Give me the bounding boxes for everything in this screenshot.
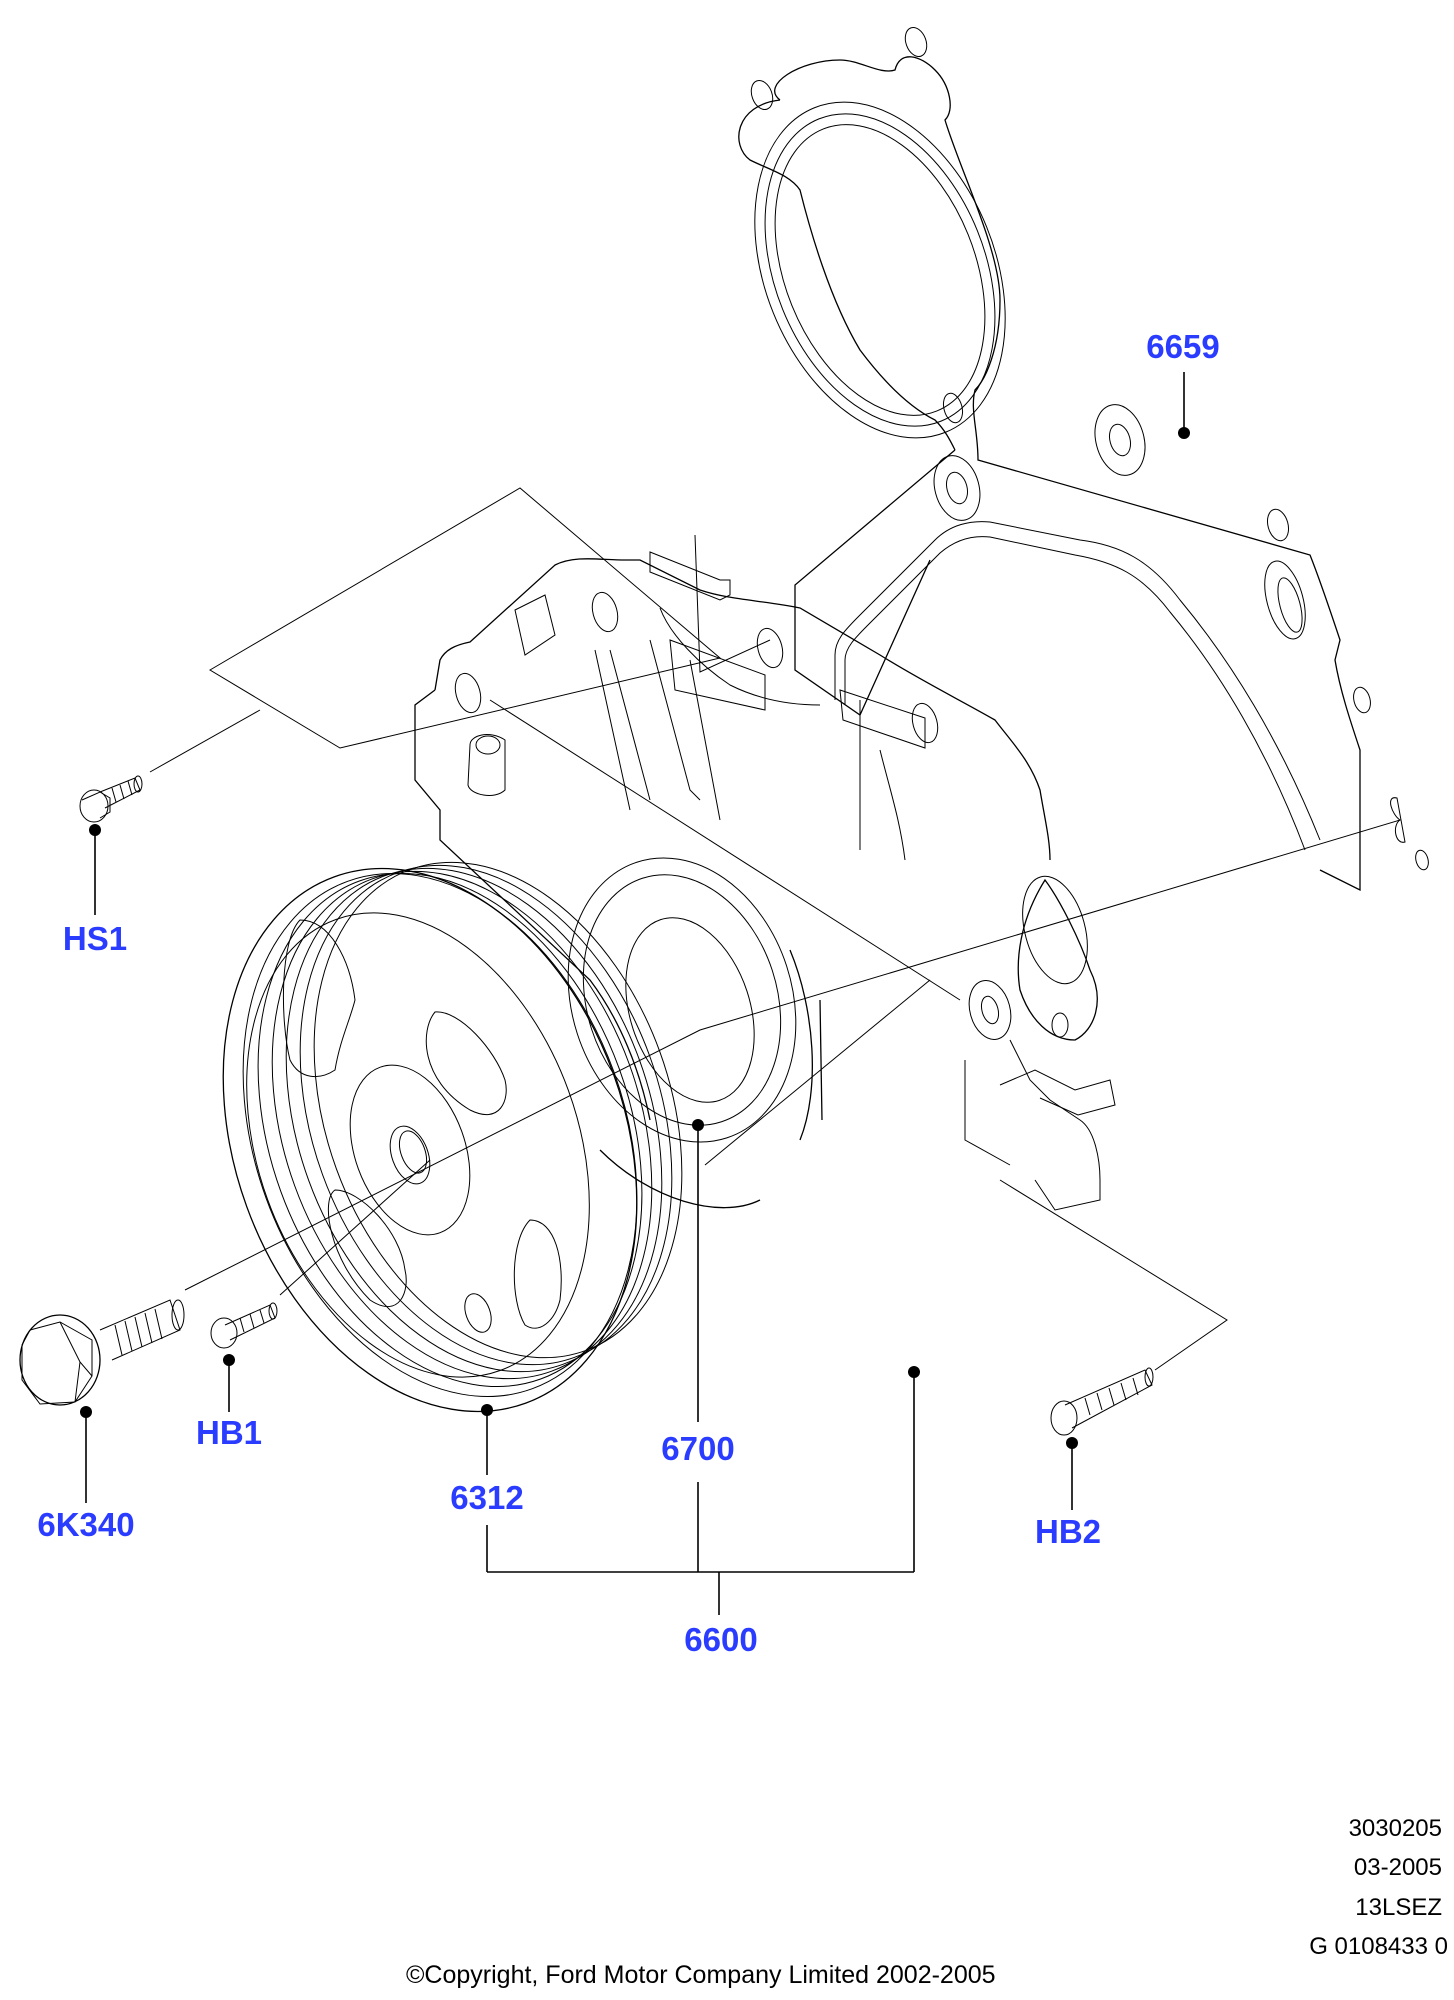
callout-6700[interactable]: 6700 [661, 1430, 735, 1467]
copyright-notice: ©Copyright, Ford Motor Company Limited 2… [406, 1961, 996, 1989]
leader-dot-6700 [692, 1119, 704, 1131]
callout-6659[interactable]: 6659 [1146, 328, 1220, 365]
callout-hb1[interactable]: HB1 [195, 1414, 263, 1451]
graphic-id: G 0108433 0 [1309, 1933, 1448, 1960]
callout-6312[interactable]: 6312 [450, 1479, 524, 1516]
leader-dot-hb2 [1066, 1437, 1078, 1449]
bolt-hb1-drawing [210, 1302, 278, 1349]
callout-6600[interactable]: 6600 [684, 1621, 758, 1658]
leader-dot-6659 [1178, 427, 1190, 439]
callout-leaders [80, 372, 1190, 1615]
leader-dot-6k340 [80, 1406, 92, 1418]
callout-hs1[interactable]: HS1 [62, 920, 128, 957]
leader-dot-hs1 [89, 824, 101, 836]
bolt-hb2-drawing [1050, 1367, 1154, 1436]
leader-dot-6312 [481, 1404, 493, 1416]
leader-dot-6600-housing [908, 1366, 920, 1378]
seal-6700-drawing [567, 857, 823, 1209]
bolt-hs1-drawing [79, 775, 143, 823]
leader-dot-hb1 [223, 1354, 235, 1366]
reference-number: 3030205 [1348, 1815, 1442, 1842]
callout-6k340[interactable]: 6K340 [37, 1506, 135, 1543]
pulley-6312-drawing [222, 861, 683, 1413]
revision-date: 03-2005 [1353, 1854, 1442, 1881]
bolt-6k340-drawing [19, 1299, 185, 1406]
callout-hb2[interactable]: HB2 [1034, 1513, 1102, 1550]
alignment-lines [149, 487, 1401, 1371]
gasket-6659-drawing [738, 26, 1429, 892]
pump-housing-drawing [414, 551, 1116, 1211]
model-code: 13LSEZ [1355, 1894, 1442, 1921]
